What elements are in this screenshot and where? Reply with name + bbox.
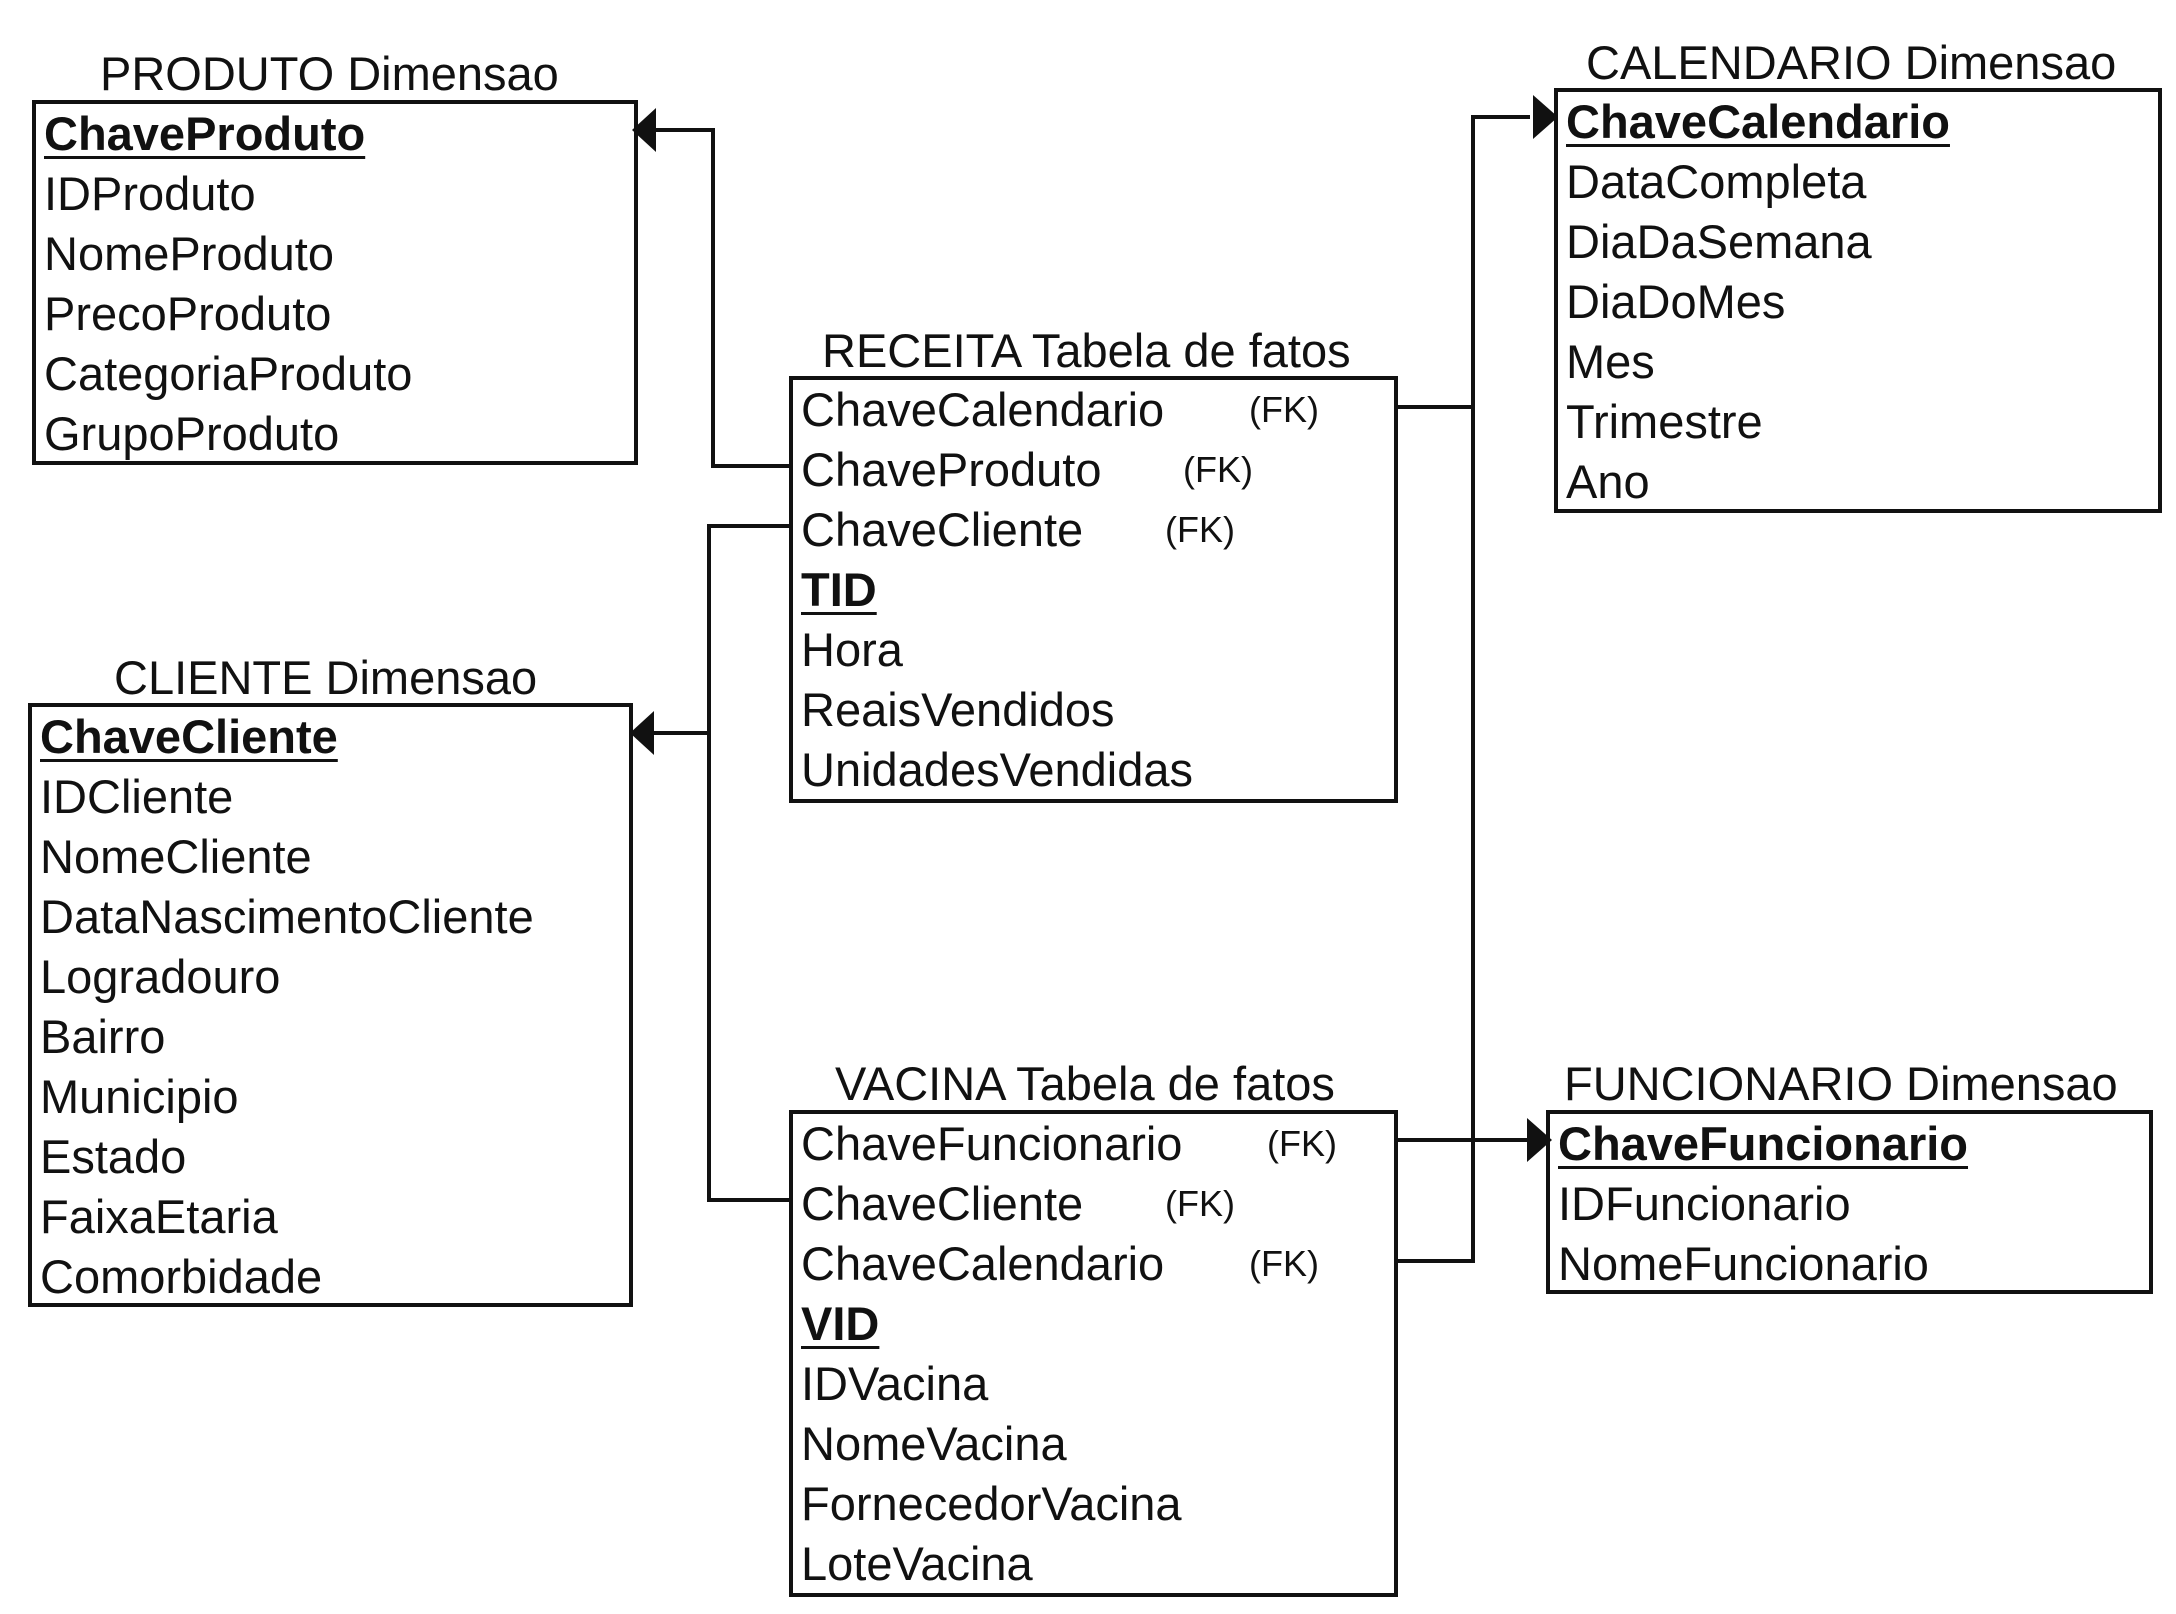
- link-receita-produto: [655, 128, 791, 468]
- produto-field: PrecoProduto: [44, 287, 332, 340]
- cliente-field: Comorbidade: [40, 1250, 323, 1303]
- calendario-field: DiaDaSemana: [1566, 215, 1872, 268]
- vacina-fk-field: ChaveCalendario: [801, 1237, 1165, 1290]
- funcionario-field: NomeFuncionario: [1558, 1237, 1929, 1290]
- vacina-table: ChaveFuncionario (FK) ChaveCliente (FK) …: [789, 1110, 1398, 1597]
- cliente-field: FaixaEtaria: [40, 1190, 278, 1243]
- vacina-field: LoteVacina: [801, 1537, 1033, 1590]
- produto-field: IDProduto: [44, 167, 256, 220]
- cliente-field: IDCliente: [40, 770, 234, 823]
- produto-title: PRODUTO Dimensao: [100, 47, 559, 100]
- calendario-field: DataCompleta: [1566, 155, 1867, 208]
- vacina-pk: VID: [801, 1297, 880, 1350]
- receita-field: Hora: [801, 623, 903, 676]
- receita-pk: TID: [801, 563, 877, 616]
- calendario-title: CALENDARIO Dimensao: [1586, 36, 2117, 89]
- vacina-title: VACINA Tabela de fatos: [835, 1057, 1335, 1110]
- fk-label: (FK): [1165, 1183, 1235, 1224]
- arrowhead-cliente: [630, 711, 654, 755]
- cliente-field: Municipio: [40, 1070, 239, 1123]
- receita-fk-field: ChaveCliente: [801, 503, 1084, 556]
- cliente-title: CLIENTE Dimensao: [114, 651, 538, 704]
- fk-label: (FK): [1249, 389, 1319, 430]
- vacina-field: NomeVacina: [801, 1417, 1067, 1470]
- cliente-field: Bairro: [40, 1010, 166, 1063]
- receita-table: ChaveCalendario (FK) ChaveProduto (FK) C…: [789, 376, 1398, 803]
- cliente-field: DataNascimentoCliente: [40, 890, 534, 943]
- funcionario-field: IDFuncionario: [1558, 1177, 1851, 1230]
- receita-field: UnidadesVendidas: [801, 743, 1193, 796]
- produto-field: CategoriaProduto: [44, 347, 413, 400]
- calendario-field: Mes: [1566, 335, 1655, 388]
- fk-label: (FK): [1165, 509, 1235, 550]
- calendario-field: Trimestre: [1566, 395, 1763, 448]
- receita-fk-field: ChaveCalendario: [801, 383, 1165, 436]
- link-receita-calendario: [1396, 115, 1530, 409]
- produto-pk: ChaveProduto: [44, 107, 366, 160]
- arrowhead-funcionario: [1527, 1118, 1552, 1162]
- vacina-field: IDVacina: [801, 1357, 989, 1410]
- produto-table: ChaveProduto IDProduto NomeProduto Preco…: [32, 100, 638, 465]
- fk-label: (FK): [1183, 449, 1253, 490]
- link-receita-cliente: [707, 524, 791, 1202]
- cliente-field: Estado: [40, 1130, 187, 1183]
- produto-field: NomeProduto: [44, 227, 334, 280]
- calendario-field: Ano: [1566, 455, 1650, 508]
- receita-fk-field: ChaveProduto: [801, 443, 1102, 496]
- funcionario-pk: ChaveFuncionario: [1558, 1117, 1969, 1170]
- calendario-table: ChaveCalendario DataCompleta DiaDaSemana…: [1554, 88, 2162, 513]
- produto-field: GrupoProduto: [44, 407, 340, 460]
- cliente-field: Logradouro: [40, 950, 281, 1003]
- calendario-field: DiaDoMes: [1566, 275, 1786, 328]
- fk-label: (FK): [1267, 1123, 1337, 1164]
- arrowhead-produto: [632, 108, 656, 152]
- vacina-field: FornecedorVacina: [801, 1477, 1182, 1530]
- cliente-pk: ChaveCliente: [40, 710, 338, 763]
- receita-title: RECEITA Tabela de fatos: [822, 324, 1351, 377]
- vacina-fk-field: ChaveCliente: [801, 1177, 1084, 1230]
- vacina-fk-field: ChaveFuncionario: [801, 1117, 1183, 1170]
- receita-field: ReaisVendidos: [801, 683, 1115, 736]
- fk-label: (FK): [1249, 1243, 1319, 1284]
- link-vacina-calendario: [1396, 407, 1475, 1263]
- arrowhead-calendario: [1533, 95, 1558, 139]
- cliente-table: ChaveCliente IDCliente NomeCliente DataN…: [28, 703, 633, 1307]
- funcionario-title: FUNCIONARIO Dimensao: [1564, 1057, 2118, 1110]
- cliente-field: NomeCliente: [40, 830, 312, 883]
- funcionario-table: ChaveFuncionario IDFuncionario NomeFunci…: [1546, 1110, 2153, 1294]
- calendario-pk: ChaveCalendario: [1566, 95, 1950, 148]
